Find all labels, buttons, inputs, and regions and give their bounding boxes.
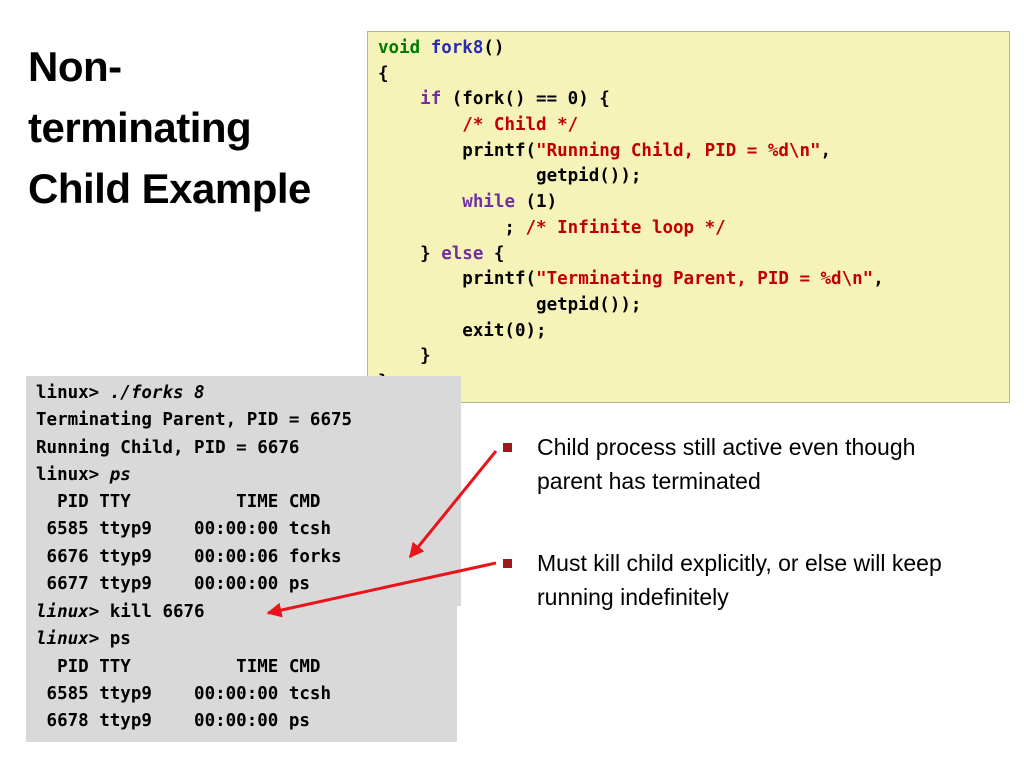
terminal-line-segment: Terminating Parent, PID = 6675 [36,410,353,431]
code-line-segment: (1) [514,192,558,213]
code-line: } else { [378,242,1009,268]
terminal-line-segment: ./forks 8 [109,383,205,403]
terminal-line: 6676 ttyp9 00:00:06 forks [36,544,461,571]
terminal-line: Running Child, PID = 6676 [36,435,461,462]
bullet-list: Child process still active even though p… [497,430,967,614]
terminal-line: 6678 ttyp9 00:00:00 ps [36,708,457,735]
title-line: Non- [28,43,122,90]
bullet-text: Must kill child explicitly, or else will… [537,550,942,610]
terminal-line: PID TTY TIME CMD [36,489,461,516]
code-line-segment: { [378,63,389,84]
code-line: /* Child */ [378,113,1009,139]
bullet-text: Child process still active even though p… [537,434,916,494]
code-line: while (1) [378,190,1009,216]
terminal-line: linux> ps [36,462,461,489]
bullet-item: Child process still active even though p… [497,430,967,498]
terminal-line-segment: > ps [88,629,131,650]
terminal-line-segment: 6677 ttyp9 00:00:00 ps [36,574,310,595]
code-line: { [378,62,1009,88]
terminal-line: linux> ps [36,626,457,653]
terminal-line-segment: 6678 ttyp9 00:00:00 ps [36,711,310,732]
code-line-segment [378,192,462,212]
code-line-segment: exit(0); [378,320,547,341]
code-line-segment [378,115,462,135]
code-line-segment: if [420,89,442,110]
terminal-line: 6585 ttyp9 00:00:00 tcsh [36,681,457,708]
code-line-segment: } [378,346,431,367]
square-bullet-icon [503,443,512,452]
code-line: exit(0); [378,319,1009,345]
code-line-segment: ; [378,217,526,238]
terminal-line-segment: ps [109,464,131,485]
terminal-line-segment: PID TTY TIME CMD [36,656,321,677]
code-line-segment: (fork() == 0) { [441,89,610,110]
code-line-segment: else [441,243,484,264]
code-line: } [378,344,1009,370]
terminal-line: 6585 ttyp9 00:00:00 tcsh [36,516,461,543]
terminal-line-segment: linux> [36,383,110,403]
code-line-segment: fork8 [430,38,484,58]
code-line-segment: getpid()); [378,166,642,187]
code-line-segment: () [483,38,505,58]
code-line-segment: "Terminating Parent, PID = %d\n" [536,269,874,290]
code-line-segment: /* Infinite loop */ [525,217,726,238]
code-line-segment: printf( [378,140,537,161]
terminal-line: 6677 ttyp9 00:00:00 ps [36,571,461,598]
terminal-line-segment: > kill 6676 [88,602,205,622]
terminal-line-segment: Running Child, PID = 6676 [36,437,300,458]
code-line-segment: getpid()); [378,294,642,315]
code-line-segment: "Running Child, PID = %d\n" [536,140,821,161]
code-listing: void fork8(){ if (fork() == 0) { /* Chil… [367,31,1010,403]
terminal-line: linux> ./forks 8 [36,380,461,407]
code-line-segment: printf( [378,269,537,290]
terminal-line-segment: linux [36,602,89,622]
code-line: printf("Running Child, PID = %d\n", [378,139,1009,165]
terminal-line-segment: linux> [36,464,110,485]
code-line-segment: , [820,140,832,161]
bullet-item: Must kill child explicitly, or else will… [497,546,967,614]
code-line: printf("Terminating Parent, PID = %d\n", [378,267,1009,293]
code-line: getpid()); [378,293,1009,319]
code-line-segment: , [873,269,884,290]
code-line: getpid()); [378,164,1009,190]
terminal-line-segment: linux [36,629,89,650]
code-line-segment: while [462,192,515,213]
terminal-line: PID TTY TIME CMD [36,654,457,681]
code-line-segment: void [378,38,431,58]
terminal-line-segment: 6585 ttyp9 00:00:00 tcsh [36,683,332,704]
code-line: ; /* Infinite loop */ [378,216,1009,242]
terminal-line: Terminating Parent, PID = 6675 [36,407,461,434]
code-line-segment: } [378,243,442,264]
terminal-line-segment: 6676 ttyp9 00:00:06 forks [36,546,342,567]
terminal-line-segment: PID TTY TIME CMD [36,492,321,513]
slide-title: Non- terminating Child Example [28,36,358,219]
square-bullet-icon [503,559,512,568]
title-line: terminating [28,104,252,151]
code-line: void fork8() [378,36,1009,62]
code-line-segment: /* Child */ [462,115,579,136]
code-line-segment [378,89,420,109]
code-line-segment: { [483,243,505,264]
terminal-line: linux> kill 6676 [36,599,457,626]
terminal-line-segment: 6585 ttyp9 00:00:00 tcsh [36,519,332,540]
code-line: } [378,370,1009,396]
title-line: Child Example [28,165,311,212]
code-line: if (fork() == 0) { [378,87,1009,113]
terminal-output-top: linux> ./forks 8 Terminating Parent, PID … [26,376,461,606]
